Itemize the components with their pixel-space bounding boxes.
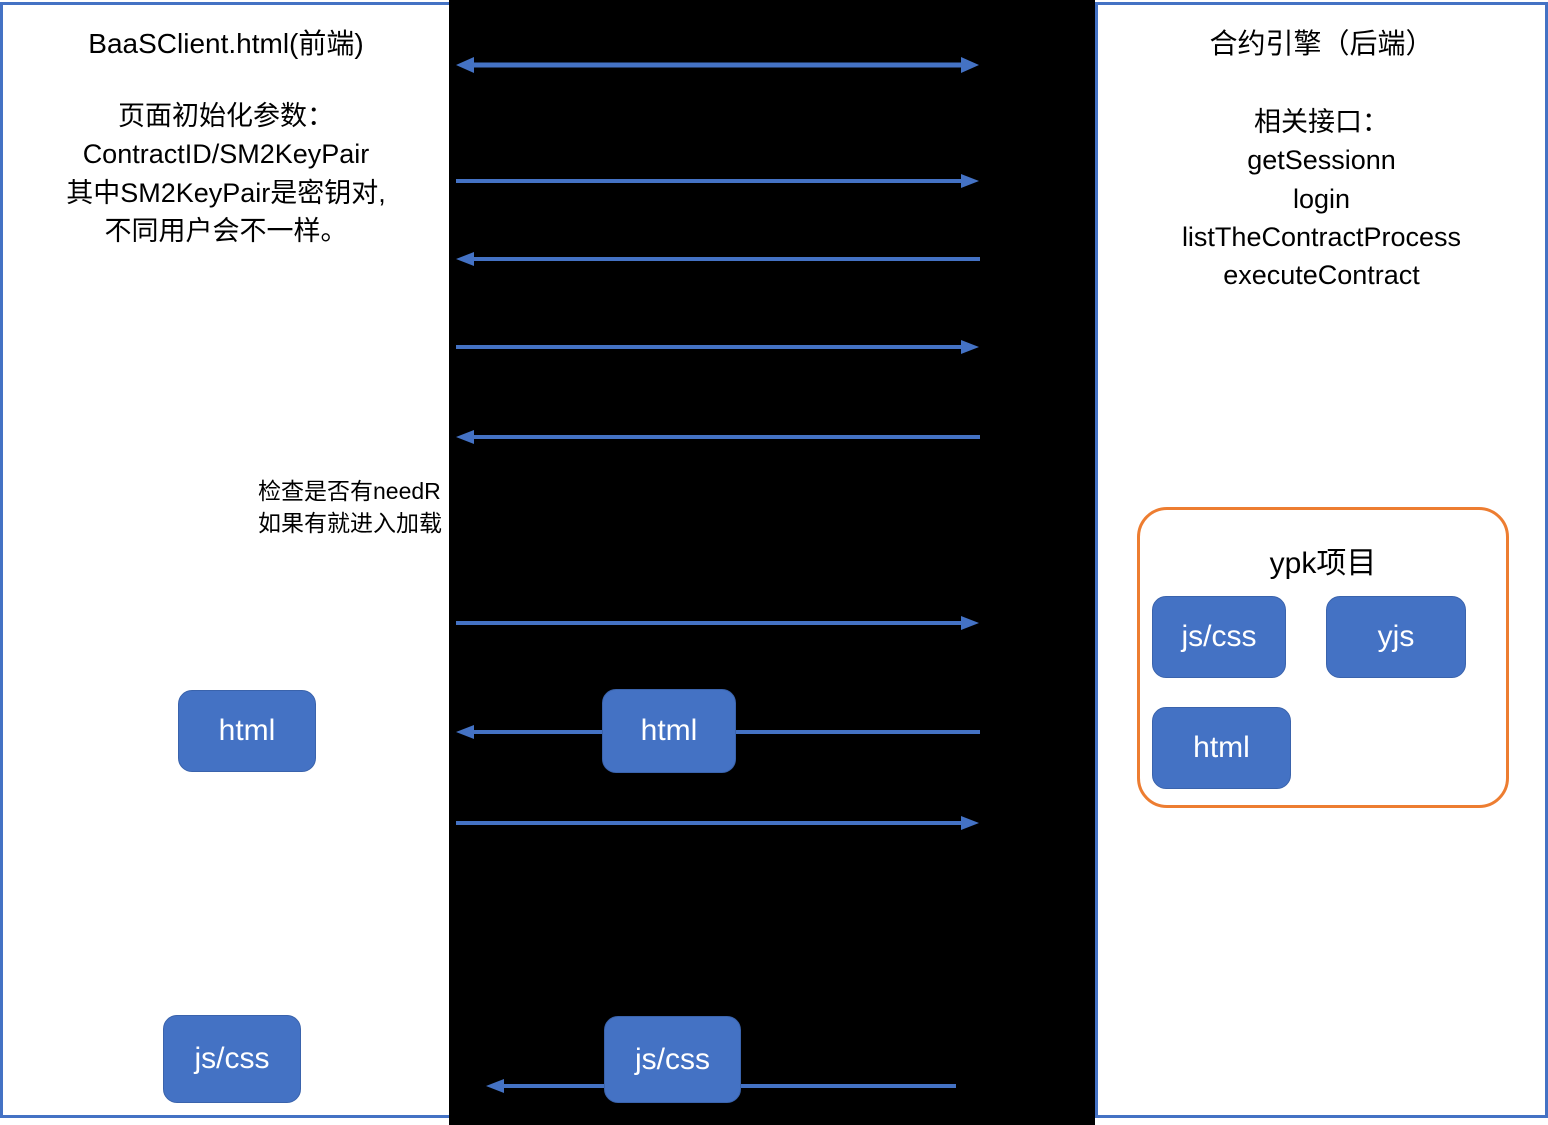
middle-node-jscss[interactable]: js/css xyxy=(604,1016,741,1103)
message-arrow-3-left xyxy=(450,250,985,268)
backend-panel-title: 合约引擎（后端） xyxy=(1209,28,1434,59)
middle-overlay-region xyxy=(449,0,1095,1125)
frontend-node-jscss-label: js/css xyxy=(194,1042,270,1075)
message-arrow-6-right xyxy=(450,614,985,632)
frontend-node-html[interactable]: html xyxy=(178,690,316,772)
middle-node-jscss-label: js/css xyxy=(635,1042,710,1076)
ypk-node-html-label: html xyxy=(1193,731,1250,764)
message-arrow-5-left xyxy=(450,428,985,446)
frontend-node-html-label: html xyxy=(218,714,276,747)
needr-check-note: 检查是否有needR 如果有就进入加载 xyxy=(258,478,442,536)
message-arrow-1-bidirectional xyxy=(450,56,985,74)
frontend-panel: BaaSClient.html(前端) 页面初始化参数： ContractID/… xyxy=(0,2,452,1118)
ypk-node-yjs-label: yjs xyxy=(1377,620,1415,653)
message-arrow-4-right xyxy=(450,338,985,356)
message-arrow-8-right xyxy=(450,814,985,832)
ypk-project-title: ypk项目 xyxy=(1269,547,1377,580)
ypk-node-yjs[interactable]: yjs xyxy=(1326,596,1466,678)
frontend-node-jscss[interactable]: js/css xyxy=(163,1015,301,1103)
backend-panel-body: 相关接口： getSessionn login listTheContractP… xyxy=(1181,107,1462,291)
message-arrow-2-right xyxy=(450,172,985,190)
middle-node-html-label: html xyxy=(640,714,698,747)
frontend-panel-title: BaaSClient.html(前端) xyxy=(88,28,364,59)
ypk-node-jscss[interactable]: js/css xyxy=(1152,596,1286,678)
middle-node-html[interactable]: html xyxy=(602,689,736,773)
ypk-node-jscss-label: js/css xyxy=(1181,620,1257,653)
frontend-panel-body: 页面初始化参数： ContractID/SM2KeyPair 其中SM2KeyP… xyxy=(66,101,386,246)
ypk-node-html[interactable]: html xyxy=(1152,707,1291,789)
